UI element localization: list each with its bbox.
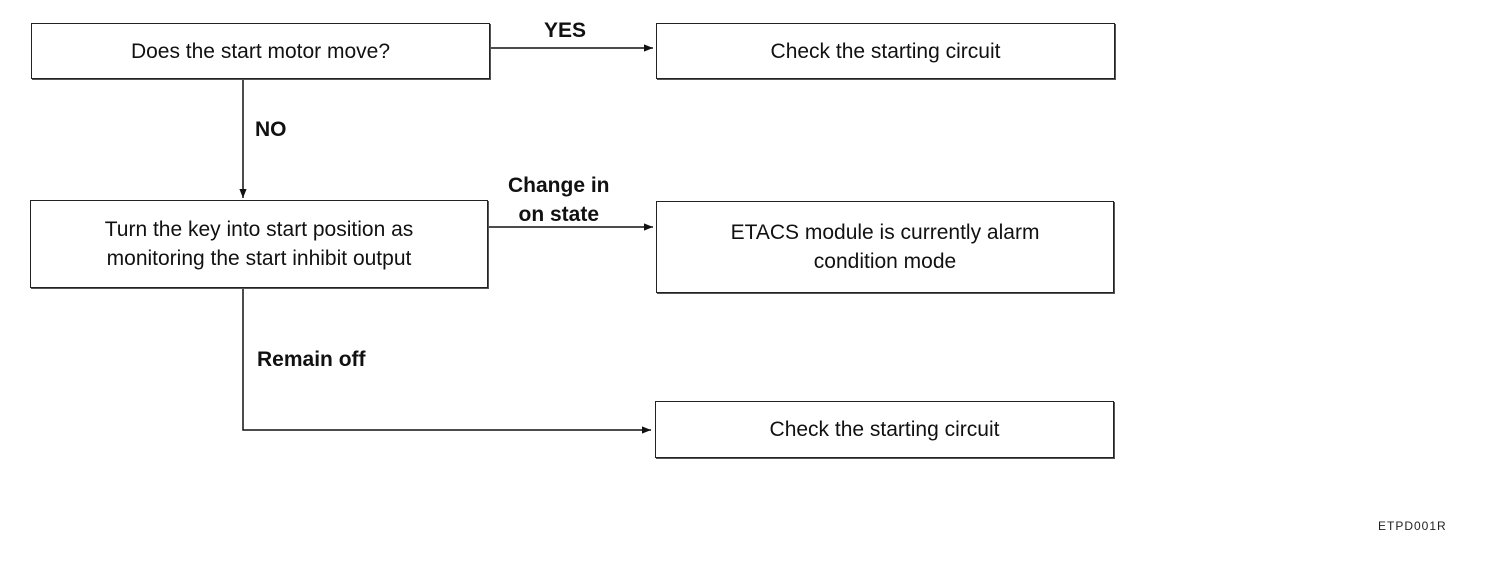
check-starting-circuit-text-top: Check the starting circuit <box>770 39 1001 63</box>
change-in-on-state-label: Change in on state <box>508 171 610 229</box>
check-starting-circuit-box-bottom: Check the starting circuit <box>655 401 1114 458</box>
etacs-alarm-text-line-1: ETACS module is currently alarm <box>730 221 1040 244</box>
remain-off-arrow <box>242 288 651 434</box>
remain-off-label: Remain off <box>257 348 366 371</box>
turn-key-text-line-2: monitoring the start inhibit output <box>106 247 412 270</box>
change-label-line-2: on state <box>518 203 600 226</box>
question-start-motor-box: Does the start motor move? <box>31 23 490 79</box>
check-starting-circuit-box-top: Check the starting circuit <box>656 23 1115 79</box>
no-label: NO <box>255 118 287 141</box>
etacs-alarm-box: ETACS module is currently alarm conditio… <box>656 201 1114 293</box>
figure-code: ETPD001R <box>1378 519 1447 533</box>
check-starting-circuit-text-bottom: Check the starting circuit <box>769 418 1000 441</box>
turn-key-box: Turn the key into start position as moni… <box>30 200 488 288</box>
yes-label: YES <box>544 19 587 42</box>
turn-key-text-line-1: Turn the key into start position as <box>104 218 414 241</box>
question-start-motor-text: Does the start motor move? <box>130 39 391 63</box>
etacs-alarm-text-line-2: condition mode <box>813 250 957 273</box>
change-label-line-1: Change in <box>508 174 610 197</box>
